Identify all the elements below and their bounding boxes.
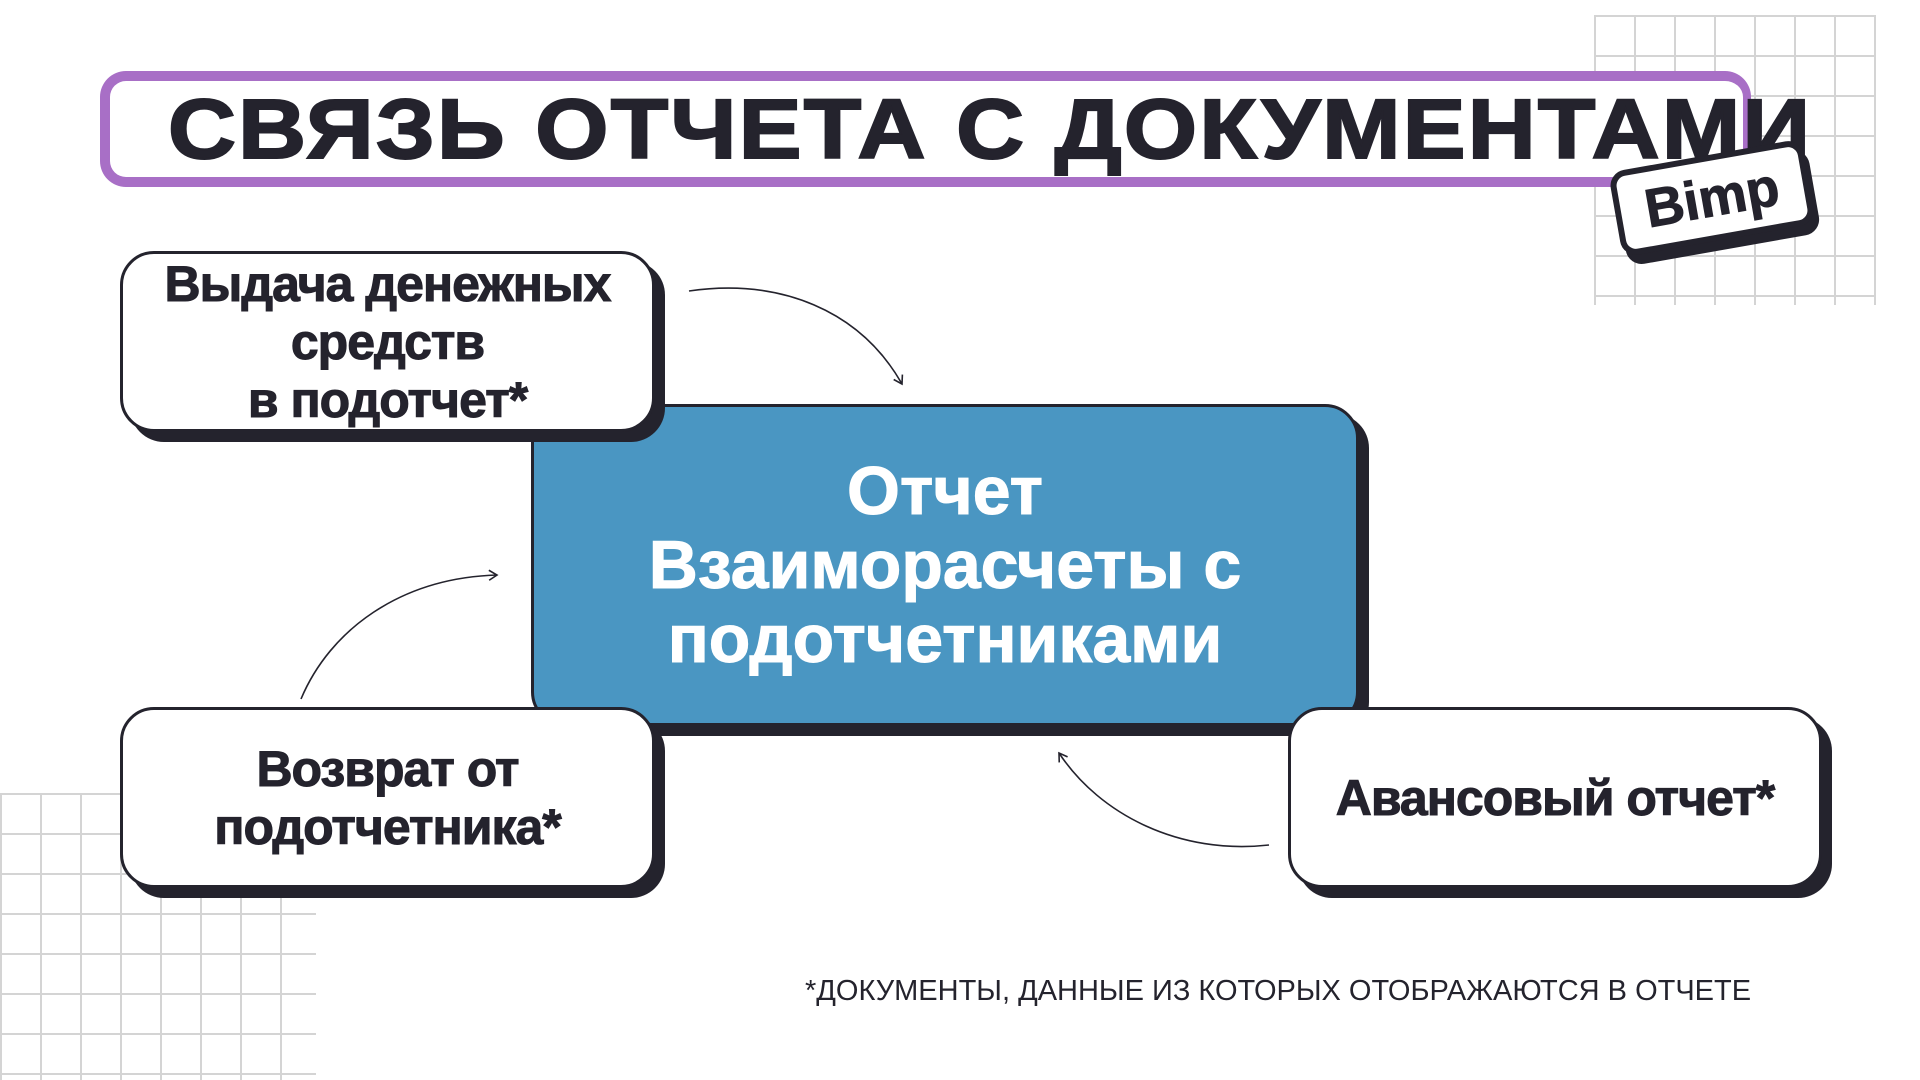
page-title: СВЯЗЬ ОТЧЕТА С ДОКУМЕНТАМИ xyxy=(167,82,1813,176)
arrow-return-to-report xyxy=(300,569,499,700)
report-line: Отчет xyxy=(847,453,1044,529)
arrow-advance-to-report xyxy=(1058,751,1270,848)
report-node: Отчет Взаиморасчеты с подотчетниками xyxy=(531,404,1369,736)
arrow-issue-to-report xyxy=(688,287,904,386)
node-line: подотчетника* xyxy=(214,798,562,855)
node-line: Выдача денежных xyxy=(164,255,612,312)
report-line: Взаиморасчеты с xyxy=(648,527,1242,603)
issue-funds-node: Выдача денежных средств в подотчет* xyxy=(120,251,665,442)
node-line: средств xyxy=(290,313,485,370)
footnote: *ДОКУМЕНТЫ, ДАННЫЕ ИЗ КОТОРЫХ ОТОБРАЖАЮТ… xyxy=(805,975,1752,1007)
advance-report-node-face: Авансовый отчет* xyxy=(1288,707,1822,888)
node-line: в подотчет* xyxy=(247,371,528,428)
report-node-face: Отчет Взаиморасчеты с подотчетниками xyxy=(531,404,1359,726)
node-line: Авансовый отчет* xyxy=(1335,769,1776,826)
advance-report-node: Авансовый отчет* xyxy=(1288,707,1832,898)
issue-funds-node-face: Выдача денежных средств в подотчет* xyxy=(120,251,655,432)
title-banner: СВЯЗЬ ОТЧЕТА С ДОКУМЕНТАМИ xyxy=(100,71,1811,187)
report-line: подотчетниками xyxy=(667,601,1223,677)
return-node-face: Возврат от подотчетника* xyxy=(120,707,655,888)
node-line: Возврат от xyxy=(256,740,520,797)
return-node: Возврат от подотчетника* xyxy=(120,707,665,898)
